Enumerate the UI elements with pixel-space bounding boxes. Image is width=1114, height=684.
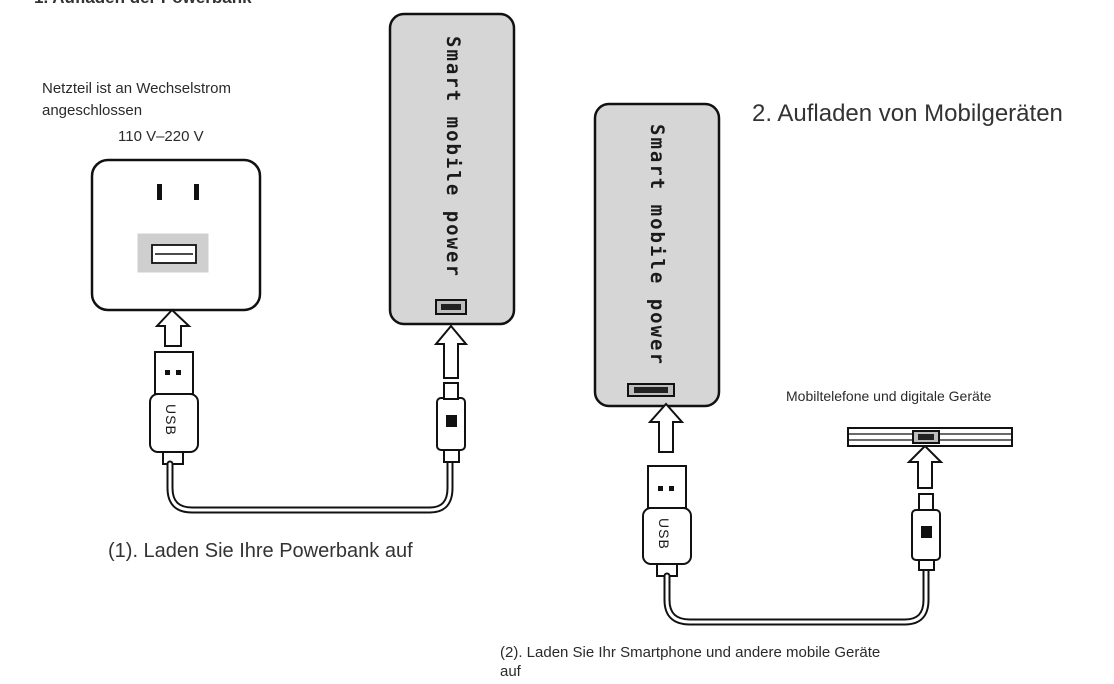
cable-1	[166, 456, 454, 514]
powerbank-1: Smart mobile power	[388, 12, 516, 326]
powerbank-2: Smart mobile power	[593, 102, 721, 408]
powerbank-label-2: Smart mobile power	[646, 124, 668, 366]
adapter-usb-port-icon	[137, 233, 209, 273]
arrow-up-icon-3	[647, 402, 685, 453]
cable-2	[663, 558, 930, 626]
voltage-label: 110 V–220 V	[118, 128, 204, 145]
micro-usb-plug-2	[911, 493, 941, 571]
adapter-caption-line1: Netzteil ist an Wechselstrom	[42, 80, 231, 97]
arrow-up-icon	[154, 308, 192, 347]
usb-label-1: USB	[163, 404, 179, 436]
usb-a-plug-1: USB	[149, 351, 199, 465]
wall-adapter	[90, 158, 262, 312]
section1-caption: (1). Laden Sie Ihre Powerbank auf	[108, 540, 413, 562]
adapter-caption-line2: angeschlossen	[42, 102, 143, 119]
mobile-device	[847, 427, 1013, 447]
arrow-up-icon-4	[906, 444, 944, 489]
top-cut-heading: 1. Aufladen der Powerbank	[34, 0, 252, 8]
powerbank-label-1: Smart mobile power	[442, 36, 464, 278]
section2-caption-line2: auf	[500, 663, 521, 680]
arrow-up-icon-2	[433, 324, 469, 379]
section2-caption-line1: (2). Laden Sie Ihr Smartphone und andere…	[500, 644, 881, 661]
device-caption: Mobiltelefone und digitale Geräte	[786, 388, 992, 404]
usb-a-plug-2: USB	[642, 465, 692, 577]
section2-title: 2. Aufladen von Mobilgeräten	[752, 100, 1063, 127]
plug-pins-icon	[157, 184, 199, 200]
micro-usb-plug-1	[436, 382, 466, 463]
usb-label-2: USB	[656, 518, 672, 550]
